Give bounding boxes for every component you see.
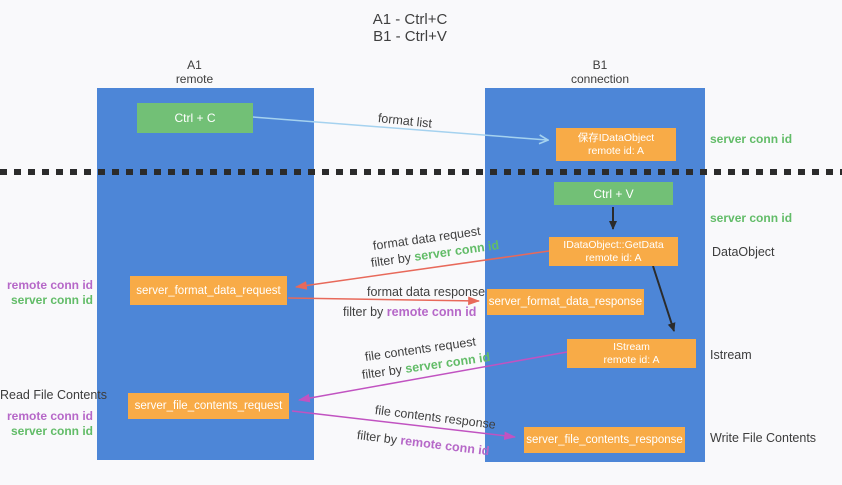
lane-a-role: remote [175, 72, 214, 86]
node-istream-line2: remote id: A [603, 353, 660, 366]
title-line-copy: A1 - Ctrl+C [372, 11, 448, 28]
server-conn-id-label: server conn id [10, 293, 93, 307]
node-ctrl-v-label: Ctrl + V [593, 186, 634, 201]
node-save-line2: remote id: A [587, 144, 645, 157]
annotation-dataobject: DataObject [712, 245, 775, 259]
filter-by-text: filter by [356, 428, 402, 448]
annotation-server-conn-id-getdata: server conn id [710, 211, 793, 225]
annotation-istream: Istream [710, 348, 752, 362]
remote-conn-id-key: remote conn id [386, 305, 477, 319]
node-file-resp-label: server_file_contents_response [526, 434, 683, 446]
node-istream: IStream remote id: A [567, 339, 696, 368]
edge-label-file-contents-response: file contents response [374, 403, 497, 432]
filter-by-text: filter by [370, 249, 416, 270]
node-save-line1: 保存IDataObject [577, 131, 655, 144]
annotation-conn-ids-file: remote conn id server conn id [0, 409, 93, 439]
node-format-resp-label: server_format_data_response [488, 296, 643, 308]
remote-conn-id-label: remote conn id [6, 409, 93, 423]
node-server-file-contents-request: server_file_contents_request [128, 393, 289, 419]
remote-conn-id-label: remote conn id [6, 278, 93, 292]
node-getdata-line2: remote id: A [585, 251, 642, 264]
lane-a-name: A1 [187, 58, 202, 72]
filter-by-text: filter by [343, 305, 387, 319]
diagram-title: A1 - Ctrl+C B1 - Ctrl+V [0, 11, 820, 45]
node-ctrl-c: Ctrl + C [137, 103, 253, 133]
node-getdata-line1: IDataObject::GetData [563, 238, 664, 251]
edge-label-format-response-filter: filter by remote conn id [343, 305, 476, 319]
edge-label-format-list: format list [377, 111, 433, 131]
annotation-write-file-contents: Write File Contents [710, 431, 817, 445]
node-idataobject-getdata: IDataObject::GetData remote id: A [549, 237, 678, 266]
server-conn-id-label: server conn id [10, 424, 93, 438]
node-istream-line1: IStream [613, 340, 650, 353]
annotation-read-file-contents: Read File Contents [0, 388, 108, 402]
node-file-req-label: server_file_contents_request [134, 400, 283, 412]
edge-label-format-data-response: format data response [367, 285, 486, 299]
annotation-conn-ids-format: remote conn id server conn id [0, 278, 93, 308]
filter-by-text: filter by [361, 361, 407, 382]
remote-conn-id-key: remote conn id [399, 433, 491, 459]
node-format-req-label: server_format_data_request [136, 284, 281, 297]
node-ctrl-v: Ctrl + V [554, 182, 673, 205]
node-server-file-contents-response: server_file_contents_response [524, 427, 685, 453]
lane-b-name: B1 [592, 58, 608, 72]
node-server-format-data-request: server_format_data_request [130, 276, 287, 305]
title-line-paste: B1 - Ctrl+V [373, 28, 447, 45]
edge-label-file-response-filter: filter by remote conn id [356, 428, 490, 458]
lane-header-a1: A1 remote [86, 58, 303, 86]
node-ctrl-c-label: Ctrl + C [174, 111, 216, 125]
lane-b-role: connection [570, 72, 630, 86]
node-server-format-data-response: server_format_data_response [487, 289, 644, 315]
annotation-server-conn-id-save: server conn id [710, 132, 793, 146]
lane-header-b1: B1 connection [490, 58, 710, 86]
node-save-idataobject: 保存IDataObject remote id: A [556, 128, 676, 161]
